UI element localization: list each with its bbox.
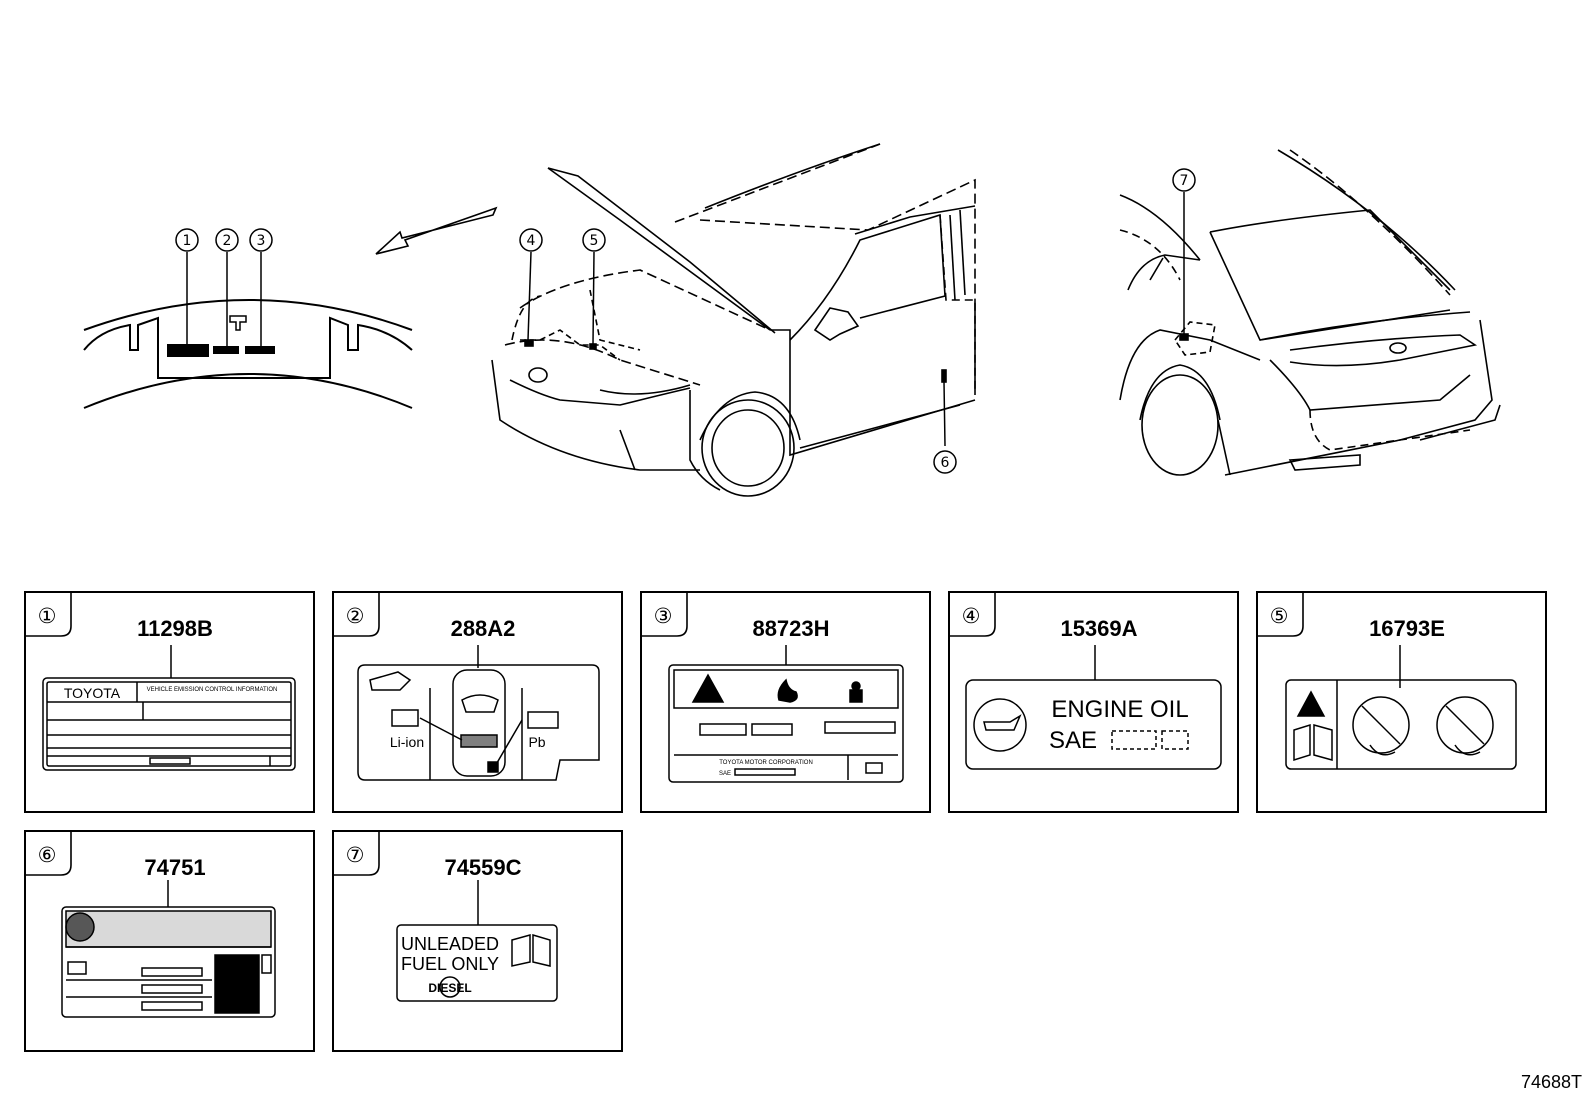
label1-brand: TOYOTA <box>64 685 121 701</box>
rear-car-illustration <box>1119 149 1501 476</box>
label-card-number: ⑤ <box>1270 604 1289 628</box>
callout-1: 1 <box>183 233 192 249</box>
label4-engine-oil: ENGINE OIL <box>1051 696 1188 723</box>
label-card-88723H: ③ 88723H <box>640 591 931 813</box>
label-drawing-288A2 <box>357 645 600 781</box>
label-card-number: ③ <box>654 604 673 628</box>
label-position-1 <box>167 344 209 357</box>
label-drawing-88723H <box>668 645 904 783</box>
callout-3: 3 <box>257 233 266 249</box>
label-card-frame <box>24 830 315 1052</box>
label-card-frame <box>332 591 623 813</box>
label-position-7 <box>1179 333 1189 341</box>
label4-sae: SAE <box>1049 727 1097 754</box>
no-opening-icon <box>1352 696 1410 754</box>
callout-2: 2 <box>223 233 232 249</box>
label-position-5 <box>589 343 597 350</box>
label-card-288A2: ② 288A2 <box>332 591 623 813</box>
label2-pb: Pb <box>528 734 545 750</box>
label-card-tab <box>641 592 688 637</box>
label-card-11298B: ① 11298B <box>24 591 315 813</box>
label-card-frame <box>1256 591 1547 813</box>
label1-title: VEHICLE EMISSION CONTROL INFORMATION <box>147 687 278 693</box>
warning-triangle-icon <box>1296 690 1326 717</box>
label-card-tab <box>949 592 996 637</box>
fire-icon <box>777 678 798 703</box>
label-card-tab <box>25 592 72 637</box>
label-card-74751: ⑥ 74751 <box>24 830 315 1052</box>
label2-liion: Li-ion <box>390 734 424 750</box>
label-card-number: ⑦ <box>346 843 365 867</box>
label-card-part-number: 74559C <box>444 855 521 880</box>
label7-unleaded: UNLEADED <box>401 934 499 954</box>
person-icon <box>849 681 863 703</box>
label-card-part-number: 88723H <box>752 616 829 641</box>
manual-icon <box>511 933 551 967</box>
radiator-support-closeup <box>83 252 413 409</box>
label-position-2 <box>213 346 239 354</box>
label-drawing-11298B <box>42 645 296 771</box>
label-position-6 <box>941 369 947 383</box>
callout-7: 7 <box>1180 173 1189 189</box>
label-card-number: ④ <box>962 604 981 628</box>
callout-5: 5 <box>590 233 599 249</box>
label-card-part-number: 11298B <box>137 616 213 641</box>
label-card-number: ① <box>38 604 57 628</box>
label-card-frame <box>332 830 623 1052</box>
label-drawing-15369A <box>965 645 1222 770</box>
manual-icon <box>1293 723 1333 762</box>
label-drawing-16793E <box>1285 645 1517 770</box>
label-card-tab <box>25 831 72 876</box>
label3-maker: TOYOTA MOTOR CORPORATION <box>719 760 813 766</box>
label-card-part-number: 16793E <box>1369 616 1445 641</box>
label7-fuel-only: FUEL ONLY <box>401 954 499 974</box>
label-card-frame <box>640 591 931 813</box>
label-drawing-74751 <box>61 880 276 1018</box>
label-card-part-number: 74751 <box>144 855 205 880</box>
label-card-number: ⑥ <box>38 843 57 867</box>
label-card-16793E: ⑤ 16793E <box>1256 591 1547 813</box>
warning-triangle-icon <box>691 673 725 703</box>
front-car-illustration <box>491 143 976 497</box>
direction-arrow-icon <box>375 206 498 255</box>
label-card-frame <box>24 591 315 813</box>
label-card-tab <box>1257 592 1304 637</box>
label-position-3 <box>245 346 275 354</box>
label-card-15369A: ④ 15369A <box>948 591 1239 813</box>
label-card-part-number: 288A2 <box>451 616 516 641</box>
label-position-4 <box>524 339 534 347</box>
label-card-frame <box>948 591 1239 813</box>
label-card-number: ② <box>346 604 365 628</box>
label-card-part-number: 15369A <box>1060 616 1137 641</box>
label-card-tab <box>333 831 380 876</box>
sheet-id: 74688T <box>1520 1072 1582 1092</box>
label-card-tab <box>333 592 380 637</box>
label-card-74559C: ⑦ 74559C <box>332 830 623 1052</box>
illustration-callouts <box>175 168 1196 474</box>
label-drawing-74559C <box>396 880 558 1002</box>
callout-6: 6 <box>941 455 950 471</box>
callout-4: 4 <box>527 233 536 249</box>
oil-can-icon <box>983 714 1022 731</box>
label3-sae: SAE <box>719 771 731 777</box>
label7-diesel: DIESEL <box>428 981 471 995</box>
